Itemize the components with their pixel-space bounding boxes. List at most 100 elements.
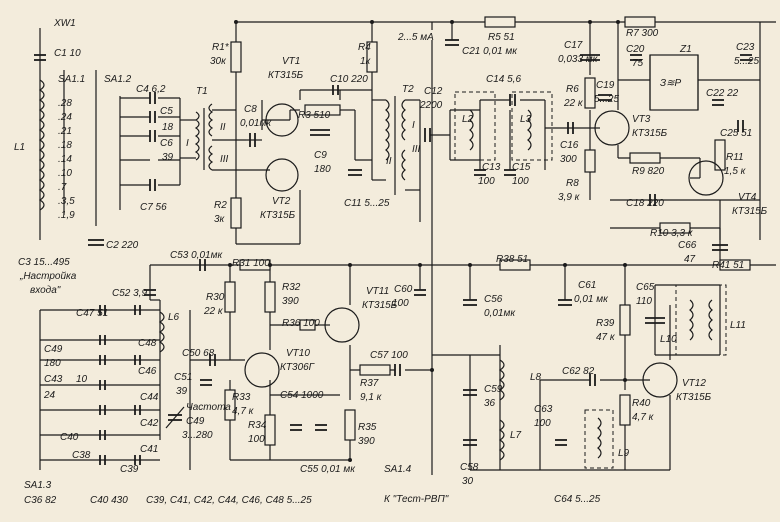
- label-r4: R4: [358, 42, 371, 53]
- resistor-r35: [344, 409, 356, 441]
- resistors: [224, 16, 751, 446]
- label-r7: R7 300: [626, 28, 659, 39]
- label-c56v: 0,01мк: [484, 308, 516, 319]
- label-c49r: C49: [186, 416, 205, 427]
- label-r1: R1*: [212, 42, 230, 53]
- label-c43: C43: [44, 374, 63, 385]
- label-c63: C63: [534, 404, 553, 415]
- label-r1v: 30к: [210, 56, 227, 67]
- label-t2ii: II: [386, 156, 392, 167]
- resistor-r4: [366, 41, 378, 73]
- label-vt1t: КТ315Б: [268, 70, 304, 81]
- label-trimmers: C39, C41, C42, C44, C46, C48 5...25: [146, 495, 312, 506]
- label-c36: C36 82: [24, 495, 57, 506]
- label-sa13: SA1.3: [24, 480, 52, 491]
- transistor-vt11: [324, 307, 360, 343]
- label-c40: C40: [60, 432, 79, 443]
- resistor-r3: [304, 104, 341, 116]
- resistor-r41: [719, 259, 751, 271]
- label-r39v: 47 к: [596, 332, 616, 343]
- label-r8v: 3,9 к: [558, 192, 581, 203]
- label-t2i: I: [412, 120, 415, 131]
- label-r36: R36 100: [282, 318, 320, 329]
- label-r30v: 22 к: [203, 306, 224, 317]
- label-c11: C11 5...25: [344, 198, 390, 209]
- label-sa14: SA1.4: [384, 464, 412, 475]
- label-c19: C19: [596, 80, 615, 91]
- label-c55: C55 0,01 мк: [300, 464, 356, 475]
- label-c53: C53 0,01мк: [170, 250, 223, 261]
- label-t1: T1: [196, 86, 208, 97]
- label-tap-2: .21: [58, 126, 72, 137]
- label-vt10t: КТ306Г: [280, 362, 316, 373]
- label-c1: C1 10: [54, 48, 81, 59]
- label-l7: L7: [510, 430, 522, 441]
- label-c14: C14 5,6: [486, 74, 521, 85]
- transistor-vt10: [244, 352, 280, 388]
- resistor-r37: [359, 364, 391, 376]
- label-c40-430: C40 430: [90, 495, 128, 506]
- resistor-r11: [714, 139, 726, 171]
- label-c2: C2 220: [106, 240, 139, 251]
- label-c13: C13: [482, 162, 501, 173]
- label-c59: C59: [484, 384, 503, 395]
- label-c65v: 110: [636, 296, 652, 307]
- label-c20v: 75: [632, 58, 644, 69]
- label-vt2: VT2: [272, 196, 291, 207]
- label-r39: R39: [596, 318, 615, 329]
- label-r2: R2: [214, 200, 227, 211]
- label-c59v: 36: [484, 398, 496, 409]
- label-c9v: 180: [314, 164, 331, 175]
- label-vt12t: КТ315Б: [676, 392, 712, 403]
- resistor-r30: [224, 281, 236, 313]
- label-vt4: VT4: [738, 192, 757, 203]
- label-c10: C10 220: [330, 74, 368, 85]
- label-c7: C7 56: [140, 202, 167, 213]
- label-c23v: 5...25: [734, 56, 759, 67]
- coils: [38, 54, 727, 469]
- transistor-vt2: [265, 158, 299, 192]
- resistor-r34: [264, 414, 276, 446]
- label-c9: C9: [314, 150, 327, 161]
- resistor-r6: [584, 77, 596, 109]
- label-r34v: 100: [248, 434, 265, 445]
- label-t2: T2: [402, 84, 414, 95]
- label-c12v: 2200: [419, 100, 443, 111]
- resistor-r32: [264, 281, 276, 313]
- label-c5v: 18: [162, 122, 174, 133]
- label-c39: C39: [120, 464, 139, 475]
- label-c58v: 30: [462, 476, 474, 487]
- transistor-vt1: [265, 103, 299, 137]
- label-r38: R38 51: [496, 254, 528, 265]
- resistor-r38: [499, 259, 531, 271]
- transistor-vt4: [688, 160, 724, 196]
- label-r10: R10 3,3 к: [650, 228, 694, 239]
- label-vt11: VT11: [366, 286, 389, 297]
- label-r32: R32: [282, 282, 301, 293]
- label-t1i: I: [186, 138, 189, 149]
- resistor-r7: [624, 16, 656, 28]
- label-l3: L3: [520, 114, 532, 125]
- label-tap-8: .1,9: [58, 210, 75, 221]
- label-v10: 10: [76, 374, 88, 385]
- label-l8: L8: [530, 372, 542, 383]
- label-vt3t: КТ315Б: [632, 128, 668, 139]
- label-tap-7: .3,5: [58, 196, 75, 207]
- label-l10: L10: [660, 334, 677, 345]
- label-r9: R9 820: [632, 166, 665, 177]
- label-c13v: 100: [478, 176, 495, 187]
- label-c65: C65: [636, 282, 655, 293]
- resistor-r40: [619, 394, 631, 426]
- transistor-vt3: [594, 110, 630, 146]
- label-r6v: 22 к: [563, 98, 584, 109]
- label-c4: C4 6,2: [136, 84, 166, 95]
- label-vt4t: КТ315Б: [732, 206, 768, 217]
- label-l6: L6: [168, 312, 180, 323]
- label-c5: C5: [160, 106, 173, 117]
- label-c41: C41: [140, 444, 158, 455]
- label-xw1: XW1: [53, 18, 76, 29]
- transistor-vt12: [642, 362, 678, 398]
- junctions: [228, 20, 627, 462]
- label-r33v: 4,7 к: [232, 406, 255, 417]
